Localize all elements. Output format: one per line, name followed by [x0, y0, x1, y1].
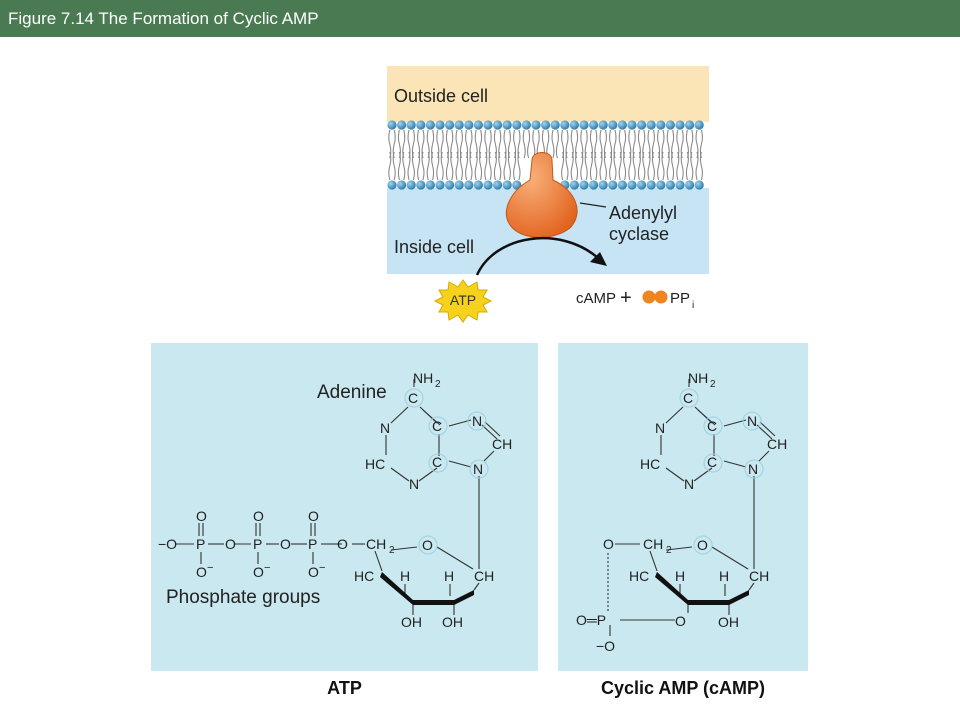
camp-ribose-hc: HC: [629, 568, 649, 584]
atp-o-minus-2-sign: −: [264, 562, 270, 574]
outside-cell-label: Outside cell: [394, 86, 488, 106]
atp-c5: C: [432, 418, 442, 434]
atp-c2h: HC: [365, 456, 385, 472]
camp-o-eq-p: O═P: [576, 612, 606, 628]
atp-o-minus-3: O: [308, 564, 319, 580]
camp-caption: Cyclic AMP (cAMP): [600, 678, 766, 698]
camp-o-minus: −O: [596, 638, 615, 654]
lipid-heads-bottom: [387, 180, 704, 190]
atp-n1: N: [380, 420, 390, 436]
reaction-arrowhead: [590, 252, 607, 266]
atp-terminal-o: −O: [158, 536, 177, 552]
camp-ribose-h2: H: [719, 568, 729, 584]
figure-title: Figure 7.14 The Formation of Cyclic AMP: [8, 9, 319, 28]
adenylyl-cyclase-enzyme: [505, 152, 578, 238]
atp-o-bridge-2: O: [280, 536, 291, 552]
atp-ribose-h2: H: [444, 568, 454, 584]
ribose-front-edge: [380, 572, 474, 605]
atp-ribose-oh1: OH: [401, 614, 422, 630]
camp-n7: N: [747, 413, 757, 429]
atp-ribose-hc: HC: [354, 568, 374, 584]
camp-c4: C: [707, 454, 717, 470]
camp-c6: C: [683, 390, 693, 406]
camp-product-label: cAMP: [576, 290, 616, 307]
ppi-subscript: i: [692, 300, 694, 311]
atp-structure-panel: Adenine NH 2 C N C N CH HC C N N O O O −…: [151, 343, 538, 671]
enzyme-label-line1: Adenylyl: [609, 203, 677, 223]
camp-panel-background: [558, 343, 808, 671]
ppi-label: PP: [670, 290, 690, 307]
atp-n3: N: [409, 476, 419, 492]
atp-o-alpha-top: O: [196, 508, 207, 524]
atp-o-minus-2: O: [253, 564, 264, 580]
atp-o-gamma-top: O: [308, 508, 319, 524]
atp-nh2-sub: 2: [435, 379, 441, 390]
atp-star-shape: [433, 279, 493, 323]
phosphate-groups-label: Phosphate groups: [166, 587, 320, 608]
ppi-circle-2: [654, 290, 668, 304]
camp-structure-panel: NH 2 C N C N CH HC C N N O CH 2 O HC H H…: [558, 343, 808, 671]
atp-o-minus-1: O: [196, 564, 207, 580]
camp-ribose-oh: OH: [718, 614, 739, 630]
reaction-arrow: [475, 237, 599, 276]
adenine-label: Adenine: [317, 382, 387, 403]
atp-ribose-oh2: OH: [442, 614, 463, 630]
camp-nh2: NH: [688, 370, 708, 386]
atp-nh2: NH: [413, 370, 433, 386]
camp-ribose-front-edge: [655, 572, 749, 605]
atp-o-minus-3-sign: −: [319, 562, 325, 574]
camp-o-3prime: O: [675, 613, 686, 629]
atp-ch2: CH: [366, 536, 386, 552]
atp-o-bridge-3: O: [337, 536, 348, 552]
atp-substrate-label: ATP: [450, 292, 476, 308]
camp-nh2-sub: 2: [710, 379, 716, 390]
camp-ribose-h1: H: [675, 568, 685, 584]
atp-n7: N: [472, 413, 482, 429]
atp-p2: P: [253, 536, 262, 552]
lipid-heads-top: [387, 120, 704, 130]
camp-ribose-ch: CH: [749, 568, 769, 584]
atp-ribose-ch: CH: [474, 568, 494, 584]
ppi-circle-1: [642, 290, 656, 304]
atp-o-bridge-1: O: [225, 536, 236, 552]
atp-o-minus-1-sign: −: [207, 562, 213, 574]
camp-ch2: CH: [643, 536, 663, 552]
plus-sign: +: [620, 287, 632, 309]
enzyme-label-line2: cyclase: [609, 224, 669, 244]
camp-n3: N: [684, 476, 694, 492]
camp-c8h: CH: [767, 436, 787, 452]
camp-ribose-o: O: [697, 537, 708, 553]
camp-c5: C: [707, 418, 717, 434]
atp-p3: P: [308, 536, 317, 552]
atp-o-beta-top: O: [253, 508, 264, 524]
atp-caption: ATP: [327, 678, 362, 698]
inside-cell-label: Inside cell: [394, 237, 474, 257]
enzyme-pointer-line: [579, 202, 607, 208]
atp-n9: N: [473, 461, 483, 477]
atp-p1: P: [196, 536, 205, 552]
outside-cell-region: [387, 66, 709, 122]
camp-ch2-sub: 2: [666, 545, 672, 556]
atp-panel-background: [151, 343, 538, 671]
atp-c8h: CH: [492, 436, 512, 452]
camp-n9: N: [748, 461, 758, 477]
camp-c2h: HC: [640, 456, 660, 472]
camp-n1: N: [655, 420, 665, 436]
atp-ribose-h1: H: [400, 568, 410, 584]
atp-ch2-sub: 2: [389, 545, 395, 556]
atp-c6: C: [408, 390, 418, 406]
atp-ribose-o: O: [422, 537, 433, 553]
camp-o-5prime: O: [603, 536, 614, 552]
atp-c4: C: [432, 454, 442, 470]
title-bar: Figure 7.14 The Formation of Cyclic AMP: [0, 0, 960, 37]
